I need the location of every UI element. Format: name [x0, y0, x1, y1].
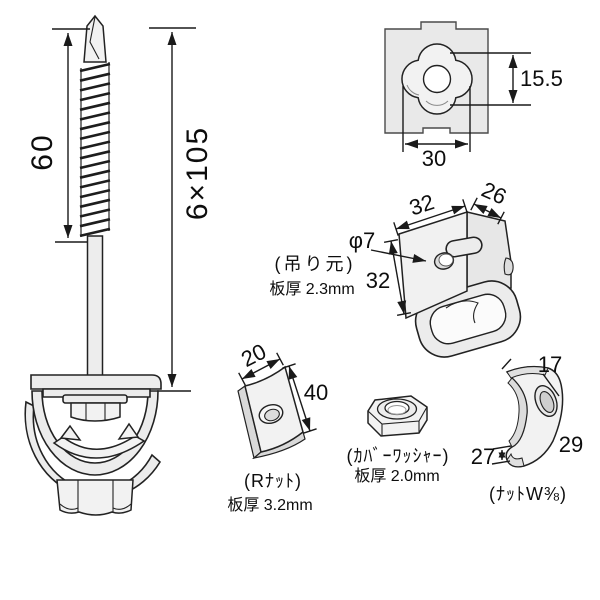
dim-curved-nut-tip-label: 27 [471, 444, 495, 469]
r-nut-hole [264, 408, 280, 422]
dim-plate-height-label: 15.5 [520, 66, 563, 91]
assembly-strip-tab-right [117, 422, 140, 440]
bracket-tab [445, 236, 483, 258]
dim-plate-height: 15.5 [450, 52, 563, 106]
dim-r-nut-length: 40 [282, 363, 328, 434]
curved-nut-inner-surface [507, 377, 528, 448]
screw-tip [83, 14, 107, 63]
screw-shaft [86, 235, 104, 379]
assembly-top-nut-flange [62, 394, 128, 404]
bracket-loop-saddle-line [445, 300, 479, 324]
curved-nut: 17 29 27 (ﾅｯﾄW⅜) [471, 352, 583, 504]
r-nut: 20 40 (Rﾅｯﾄ) 板厚 3.2mm [227, 339, 328, 514]
cover-washer-thickness-label: 板厚 2.0mm [354, 467, 439, 485]
hanger-assembly [24, 374, 162, 516]
bracket-hole-label: φ7 [349, 228, 376, 253]
assembly-strip-tab-left [59, 424, 82, 441]
dim-curved-nut-top: 17 [501, 352, 562, 397]
r-nut-name-label: (Rﾅｯﾄ) [244, 471, 302, 491]
cover-washer: (ｶﾊﾞｰﾜｯｼｬｰ) 板厚 2.0mm [347, 395, 450, 485]
bracket-labels: φ7 (吊り元) 板厚 2.3mm [269, 228, 427, 298]
cover-washer-hole-depth [387, 405, 407, 415]
dim-curved-nut-tip: 27 [471, 444, 512, 469]
hanging-bracket [398, 210, 522, 358]
self-drilling-screw [79, 14, 111, 379]
curved-nut-name-label: (ﾅｯﾄW⅜) [489, 484, 567, 504]
curved-nut-hole [539, 391, 555, 413]
screw-tip-flute [89, 16, 100, 60]
dim-overall-length: 6×105 [149, 27, 214, 392]
dim-bracket-depth-label: 26 [478, 177, 511, 210]
cover-washer-name-label: (ｶﾊﾞｰﾜｯｼｬｰ) [347, 446, 450, 466]
dim-curved-nut-top-label: 17 [538, 352, 562, 377]
dim-r-nut-length-label: 40 [304, 380, 328, 405]
plate-center-hole [422, 64, 452, 94]
assembly-saddle-back [24, 400, 162, 499]
assembly-plate-bar [30, 374, 162, 390]
dim-bracket-top-label: 32 [406, 189, 437, 220]
dim-bracket-side-label: 32 [366, 268, 390, 293]
dim-thread-length-label: 60 [26, 133, 59, 170]
dim-plate-width-label: 30 [422, 146, 446, 171]
assembly-inner-strip [52, 435, 146, 459]
bracket-thickness-label: 板厚 2.3mm [269, 280, 354, 298]
bracket-side-notch [503, 257, 514, 276]
curved-nut-top-face [506, 366, 549, 379]
dim-thread-length: 60 [26, 28, 90, 243]
assembly-top-nut [70, 402, 121, 422]
plate-clover-shadow [406, 84, 449, 106]
assembly-bottom-nut [56, 479, 134, 516]
cover-washer-edges [367, 406, 428, 436]
assembly-bottom-nut-chamfer [59, 503, 132, 510]
r-nut-thickness-label: 板厚 3.2mm [227, 496, 312, 514]
dim-bracket-side: 32 [366, 239, 412, 316]
dim-overall-label: 6×105 [181, 126, 214, 220]
curved-nut-tip-face [506, 452, 525, 468]
bracket-hole-inner [438, 253, 454, 267]
bracket-name-label: (吊り元) [275, 254, 356, 274]
screw-threads [79, 62, 111, 238]
dim-plate-width: 30 [402, 86, 471, 171]
screw-thread-edges [80, 62, 110, 237]
square-plate [384, 21, 489, 134]
dim-curved-nut-outer-label: 29 [559, 432, 583, 457]
assembly-top-nut-facets [85, 403, 106, 420]
assembly-bottom-nut-facets [77, 480, 114, 512]
